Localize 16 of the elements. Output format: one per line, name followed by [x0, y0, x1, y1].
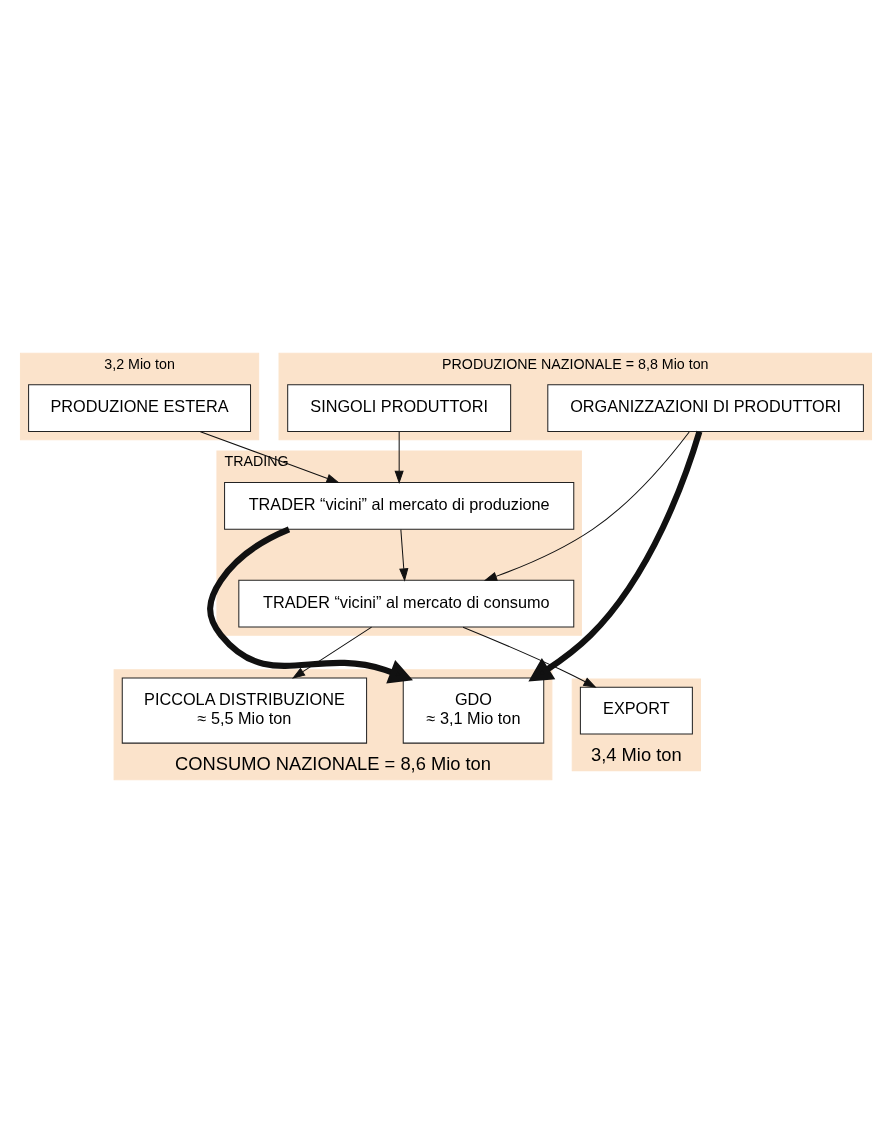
arrow [394, 430, 404, 484]
node-box: TRADER “vicini” al mercato di consumo [238, 579, 575, 628]
arrow [528, 430, 703, 681]
arrow [199, 430, 340, 483]
arrow [207, 526, 413, 683]
node-box: SINGOLI PRODUTTORI [287, 383, 512, 432]
node-box: EXPORT [579, 686, 693, 734]
node-box: TRADER “vicini” al mercato di produzione [224, 481, 575, 530]
node-box: ORGANIZZAZIONI DI PRODUTTORI [547, 383, 864, 432]
arrow [483, 431, 690, 581]
arrow [291, 626, 373, 679]
node-box: GDO ≈ 3,1 Mio ton [402, 676, 545, 744]
node-box: PICCOLA DISTRIBUZIONE ≈ 5,5 Mio ton [121, 676, 368, 744]
arrow [399, 528, 409, 582]
node-box: PRODUZIONE ESTERA [28, 383, 252, 432]
arrow [462, 626, 597, 688]
